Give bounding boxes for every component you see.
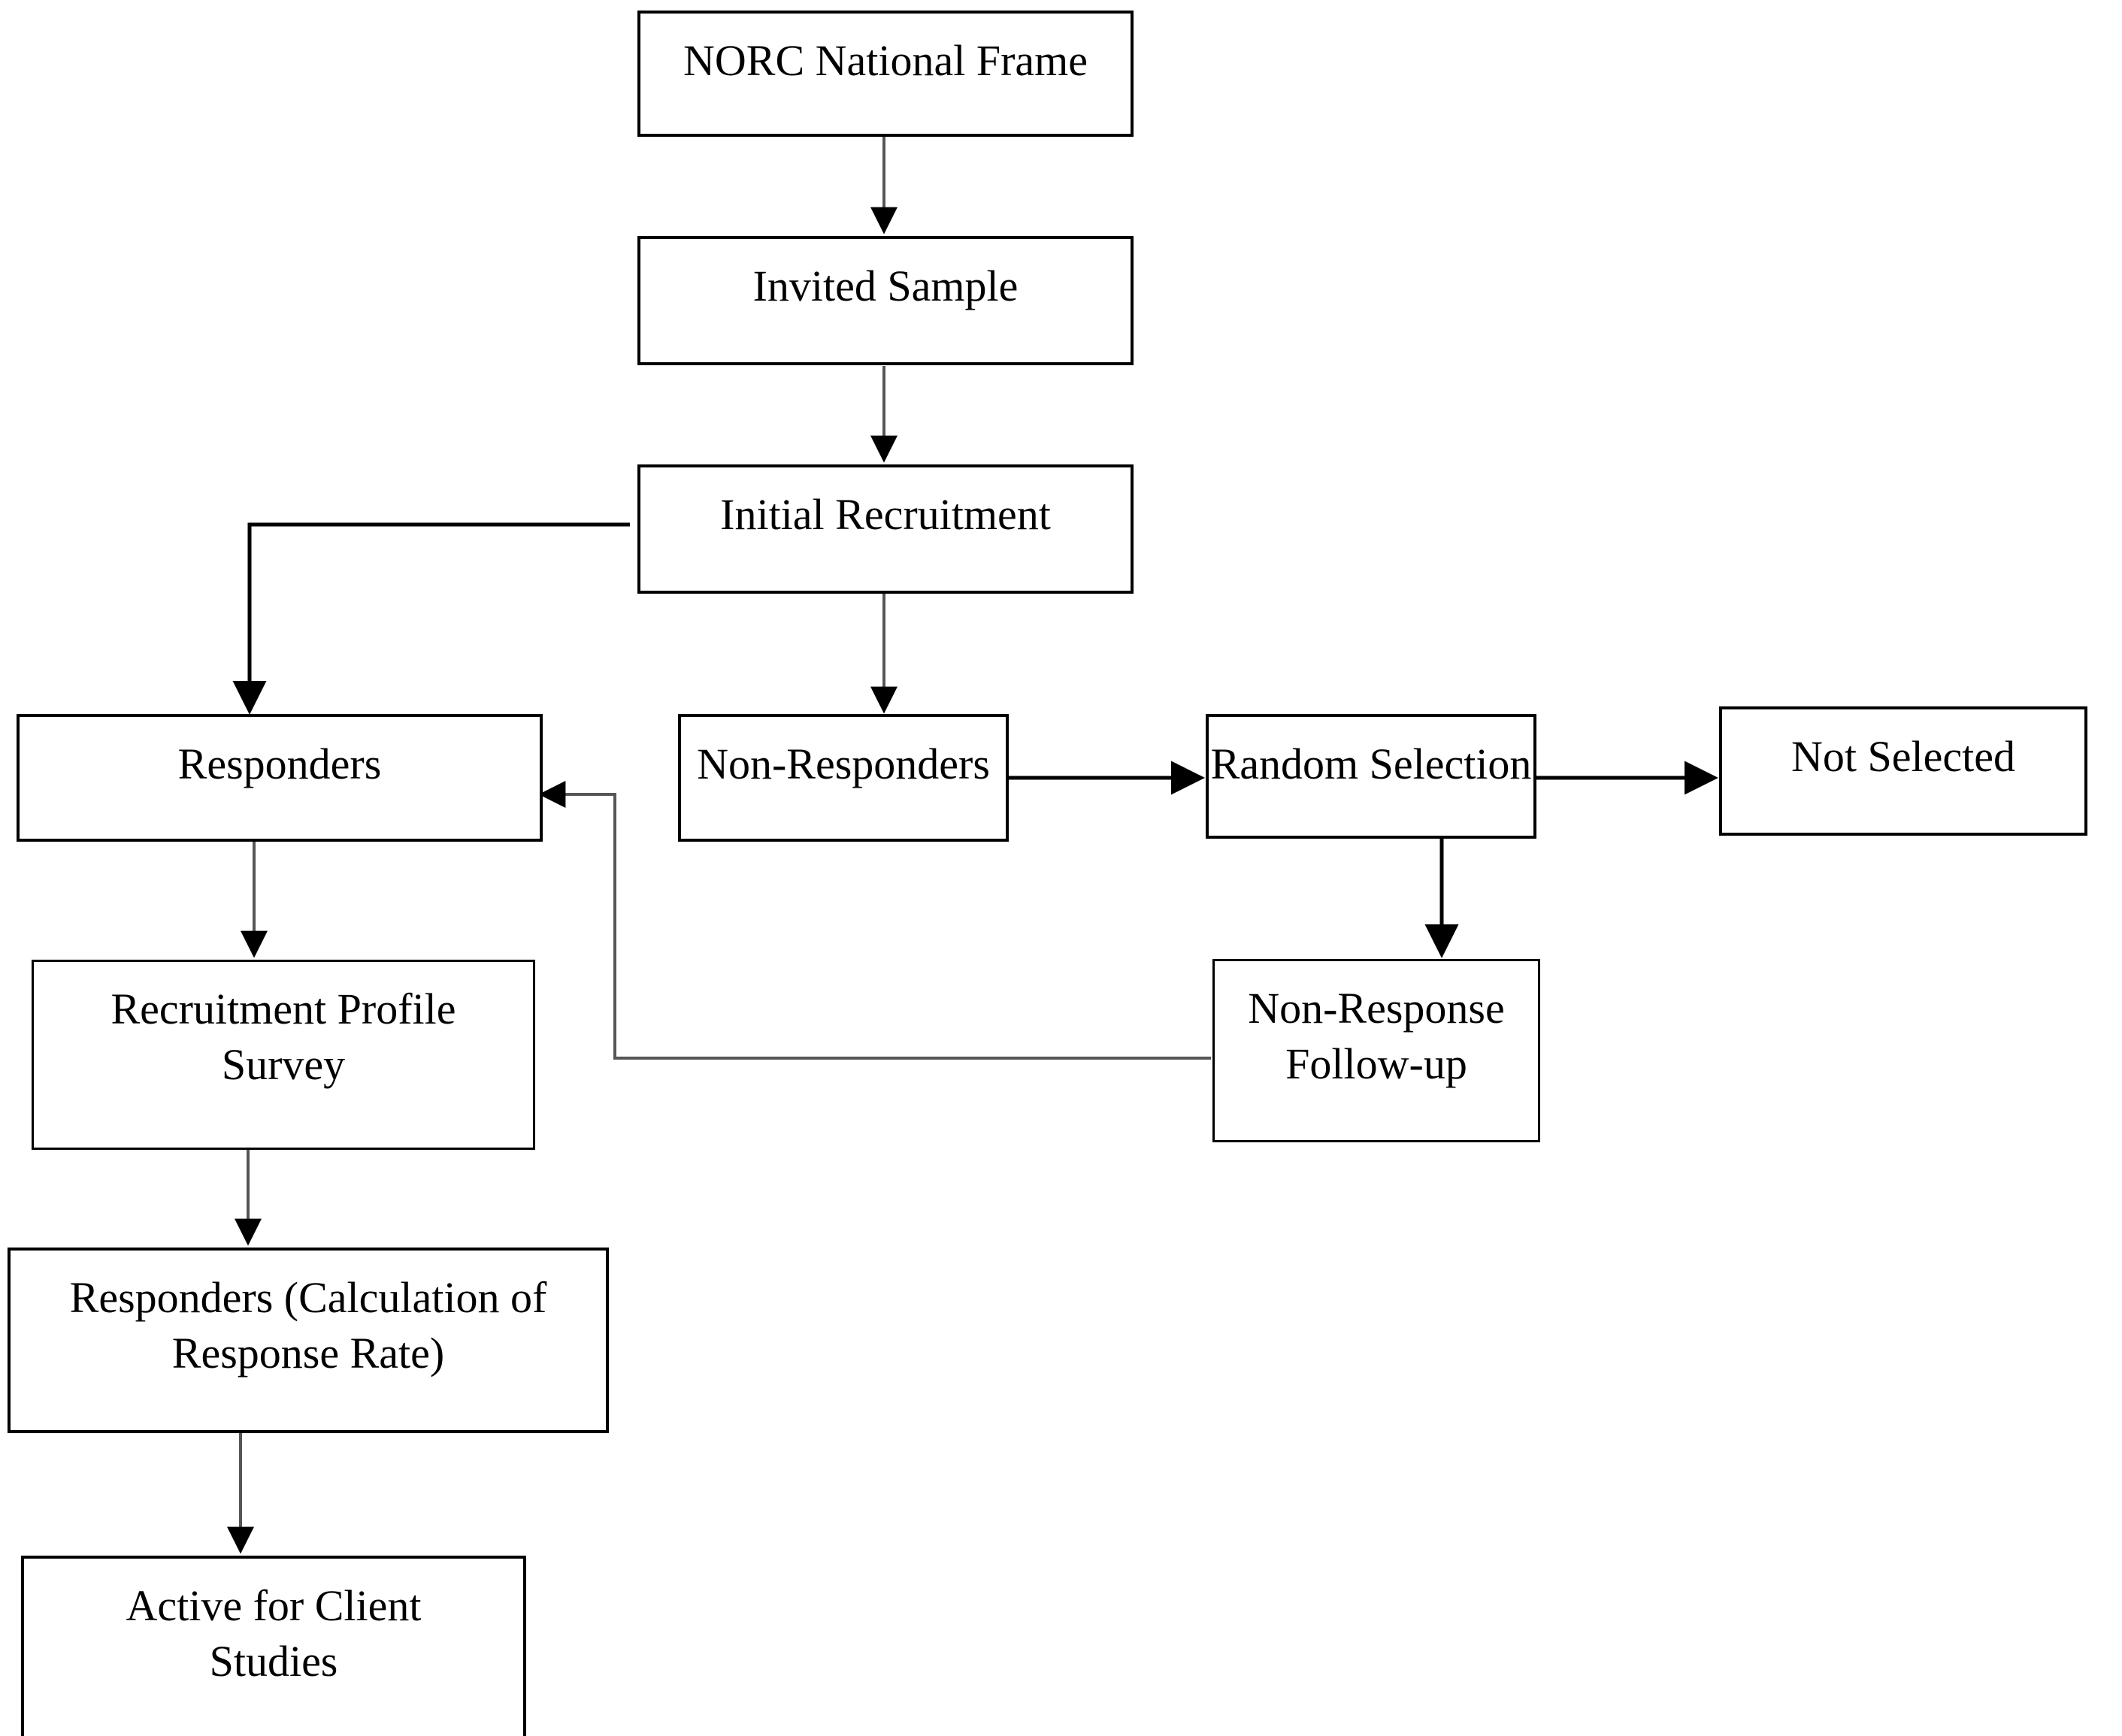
node-label: Recruitment Profile Survey xyxy=(110,984,456,1090)
node-responders[interactable]: Responders xyxy=(17,714,543,842)
node-label: Non-Response Follow-up xyxy=(1248,984,1505,1089)
node-label: Random Selection xyxy=(1210,739,1532,788)
node-label: Initial Recruitment xyxy=(720,490,1051,539)
node-active-for-client-studies[interactable]: Active for Client Studies xyxy=(21,1556,526,1736)
edge-initial-to-responders xyxy=(232,522,630,715)
node-recruitment-profile-survey[interactable]: Recruitment Profile Survey xyxy=(32,960,535,1150)
node-label: Responders xyxy=(177,739,382,788)
node-random-selection[interactable]: Random Selection xyxy=(1206,714,1536,839)
node-non-responders[interactable]: Non-Responders xyxy=(678,714,1009,842)
node-initial-recruitment[interactable]: Initial Recruitment xyxy=(637,464,1134,594)
node-invited-sample[interactable]: Invited Sample xyxy=(637,236,1134,365)
node-label: Responders (Calculation of Response Rate… xyxy=(69,1273,547,1378)
node-responders-calculation[interactable]: Responders (Calculation of Response Rate… xyxy=(8,1248,609,1433)
node-label: Not Selected xyxy=(1791,732,2015,781)
node-non-response-followup[interactable]: Non-Response Follow-up xyxy=(1212,959,1540,1142)
node-label: NORC National Frame xyxy=(683,36,1088,85)
node-label: Invited Sample xyxy=(752,262,1019,310)
node-not-selected[interactable]: Not Selected xyxy=(1719,706,2087,836)
node-norc-national-frame[interactable]: NORC National Frame xyxy=(637,11,1134,137)
edge-followup-to-responders xyxy=(538,781,1211,1060)
node-label: Active for Client Studies xyxy=(126,1581,422,1686)
node-label: Non-Responders xyxy=(697,739,990,788)
